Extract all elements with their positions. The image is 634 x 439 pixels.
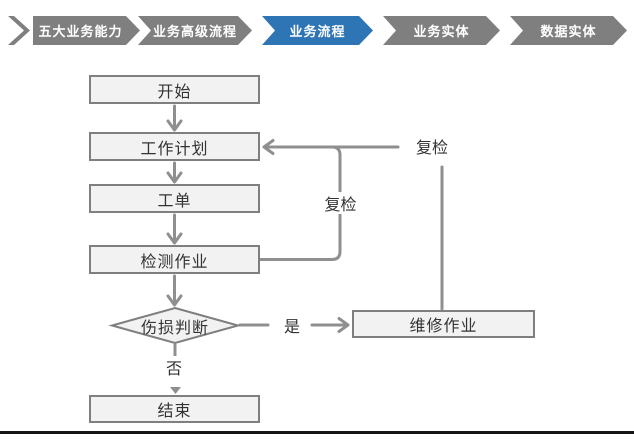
node-work-plan: 工作计划 <box>89 132 260 161</box>
edge-label-yes: 是 <box>280 314 304 336</box>
node-end: 结束 <box>89 395 260 423</box>
edge-inspection-to-decision-arrow <box>166 274 183 307</box>
node-inspection: 检测作业 <box>89 245 260 274</box>
breadcrumb-item-highlevel-process[interactable]: 业务高级流程 <box>138 16 252 45</box>
edge-no-to-end-arrowhead <box>170 387 181 394</box>
node-work-order: 工单 <box>89 184 260 213</box>
edge-start-to-workplan-arrow <box>166 104 183 132</box>
edge-workplan-to-workorder-arrow <box>166 161 183 184</box>
breadcrumb-item-business-capabilities[interactable]: 五大业务能力 <box>33 16 140 45</box>
node-start: 开始 <box>89 75 260 104</box>
breadcrumb-item-business-entity[interactable]: 业务实体 <box>383 16 500 45</box>
edge-workorder-to-inspection-arrow <box>166 213 183 245</box>
edge-yes-to-repair-arrow <box>310 317 350 333</box>
page-bottom-border <box>0 431 634 434</box>
edge-recheck-to-workplan-arrow <box>262 139 400 155</box>
breadcrumb-item-business-process[interactable]: 业务流程 <box>262 16 373 45</box>
edge-label-no: 否 <box>162 356 186 378</box>
node-decision-diamond-shape <box>108 306 242 345</box>
node-decision-label: 伤损判断 <box>140 320 209 337</box>
node-repair: 维修作业 <box>352 310 535 338</box>
breadcrumb-item-data-entity[interactable]: 数据实体 <box>510 16 627 45</box>
edge-label-recheck-return: 复检 <box>413 135 451 157</box>
edge-label-recheck-loop: 复检 <box>322 192 359 214</box>
